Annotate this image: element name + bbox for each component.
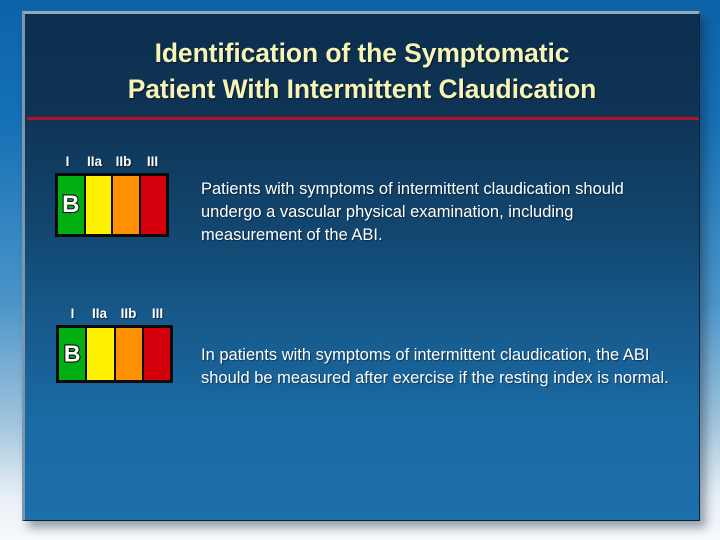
class-segment-iii: [143, 328, 170, 380]
class-label-iib: IIb: [120, 306, 137, 321]
evidence-level-letter-2: B: [63, 340, 82, 367]
recommendation-row: I IIa IIb III B In patients with symptom…: [25, 306, 699, 390]
class-scale-labels-2: I IIa IIb III: [56, 306, 173, 321]
class-scale-labels-1: I IIa IIb III: [55, 154, 169, 169]
recommendation-row: I IIa IIb III B Patients with symptoms o…: [25, 154, 699, 246]
class-segment-i: B: [58, 176, 86, 234]
class-segment-iii: [140, 176, 166, 234]
class-scale-bar-1: B: [55, 173, 169, 237]
class-scale-2: I IIa IIb III B: [56, 306, 173, 383]
evidence-level-letter-1: B: [61, 191, 81, 218]
title-divider-rule: [27, 117, 699, 120]
recommendation-text-2: In patients with symptoms of intermitten…: [201, 346, 669, 387]
class-segment-iia: [87, 328, 116, 380]
class-segment-iib: [113, 176, 141, 234]
page-title-line-1: Identification of the Symptomatic: [154, 38, 570, 68]
class-segment-iib: [115, 328, 144, 380]
class-label-i: I: [65, 154, 70, 169]
page-title: Identification of the Symptomatic Patien…: [25, 36, 699, 107]
class-label-iia: IIa: [86, 154, 102, 169]
class-segment-iia: [85, 176, 113, 234]
page-title-line-2: Patient With Intermittent Claudication: [127, 73, 597, 104]
class-label-iii: III: [146, 154, 159, 169]
class-label-iii: III: [151, 306, 164, 321]
class-label-iib: IIb: [115, 154, 132, 169]
class-segment-i: B: [59, 328, 88, 380]
class-label-i: I: [70, 306, 75, 321]
recommendation-text-1: Patients with symptoms of intermittent c…: [201, 180, 624, 244]
slide-panel: Identification of the Symptomatic Patien…: [22, 11, 700, 521]
class-scale-bar-2: B: [56, 325, 173, 383]
class-label-iia: IIa: [91, 306, 107, 321]
class-scale-1: I IIa IIb III B: [55, 154, 169, 237]
